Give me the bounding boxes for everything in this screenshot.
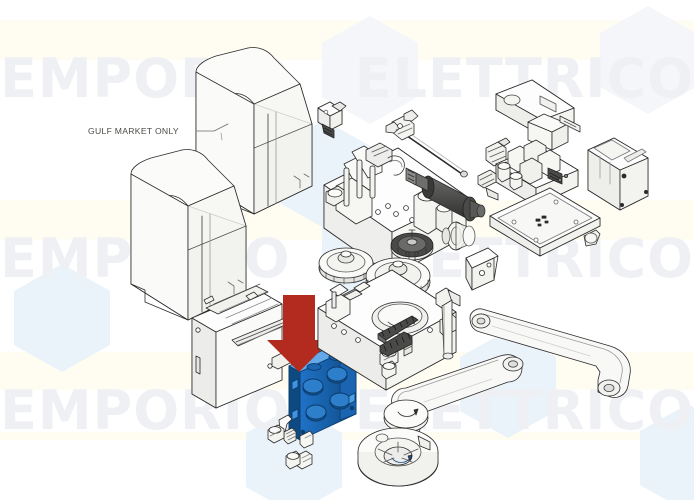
part-limit-switch bbox=[317, 101, 347, 139]
part-capacitor bbox=[441, 221, 476, 251]
part-arm-upper bbox=[469, 308, 631, 398]
callout-leader-line bbox=[196, 123, 229, 141]
part-control-board bbox=[495, 139, 579, 207]
part-pin-small bbox=[381, 360, 397, 380]
part-control-housing bbox=[191, 283, 297, 409]
part-gear-medium bbox=[318, 247, 374, 285]
part-gear-small-top bbox=[390, 229, 434, 276]
part-arm-lower bbox=[383, 354, 524, 443]
part-wire-clip bbox=[477, 169, 499, 201]
part-contact-clip bbox=[485, 137, 511, 167]
highlight-arrow bbox=[267, 295, 331, 372]
part-release-rod bbox=[385, 109, 468, 178]
part-rack-curved bbox=[379, 331, 413, 357]
part-motor bbox=[405, 167, 486, 222]
part-link-pin bbox=[435, 287, 461, 360]
part-transformer-cover bbox=[495, 79, 581, 151]
part-release-disc bbox=[357, 427, 439, 487]
part-cap-plug bbox=[267, 424, 285, 444]
part-base-tray bbox=[489, 187, 601, 257]
part-rack-segment bbox=[377, 315, 419, 345]
gulf-market-only-label: GULF MARKET ONLY bbox=[88, 126, 179, 136]
part-wedge-bracket bbox=[465, 247, 499, 291]
part-cover-lower bbox=[130, 149, 247, 321]
part-transformer bbox=[587, 137, 649, 211]
part-cap-plug-2 bbox=[285, 450, 301, 470]
